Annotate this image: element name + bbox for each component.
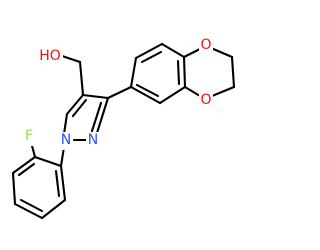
hydroxyl-label: HO [39, 48, 61, 64]
bond-ph-c2-c3 [11, 155, 37, 175]
bond-n1-aryl [59, 145, 66, 168]
atom-pyrazole-n2: N [86, 132, 100, 150]
bond-c5-c4-double [71, 98, 88, 118]
bond-c3-aryl [106, 85, 133, 100]
atom-fluorine: F [22, 128, 36, 146]
bond-ch2-o-bottom [210, 85, 236, 98]
atom-pyrazole-n1: N [59, 132, 73, 150]
bond-ar-c3-c4 [160, 42, 186, 59]
bond-ar-c6-c1-double [135, 83, 160, 98]
bond-c5-c4 [65, 93, 85, 116]
pyrazole-n2-label: N [88, 132, 98, 148]
bond-n1-c5 [62, 112, 69, 136]
bond-ar-c1-c2 [129, 56, 138, 89]
bond-c3-n2 [95, 96, 110, 135]
bond-ar-c2-c3-double [140, 50, 163, 64]
bond-ph-c3-c4 [11, 171, 17, 206]
molecule-structure-diagram: HO O O N N F [11, 37, 236, 220]
bond-ar-c4-c5 [182, 55, 187, 89]
atom-hydroxyl: HO [37, 48, 63, 66]
atom-ring-oxygen-bottom: O [199, 92, 213, 110]
bond-ph-c4-c5 [13, 202, 44, 220]
bond-ar-c4-c5-double [176, 59, 181, 86]
bond-ph-c4-c5-double [19, 198, 44, 213]
bond-ar-c2-c3 [134, 42, 164, 60]
bond-o-top-ch2 [209, 46, 234, 59]
bond-ch2-ch2 [230, 55, 236, 89]
fluorine-label: F [25, 128, 33, 144]
bond-ar-c6-c1 [129, 85, 162, 105]
bond-ph-c6-c1-double [54, 169, 61, 198]
atom-ring-oxygen-top: O [199, 37, 213, 55]
bond-o-bottom-c5 [183, 85, 202, 98]
ring-oxygen-top-label: O [200, 37, 211, 53]
bond-c4-c3 [81, 93, 110, 100]
atom-labels: HO O O N N F [22, 37, 213, 150]
bond-ph-c5-c6 [40, 198, 67, 220]
bond-c3-n2-double [90, 101, 103, 133]
bond-ph-c1-c2 [33, 155, 63, 168]
bond-ch2-oh [60, 54, 82, 64]
pyrazole-n1-label: N [61, 132, 71, 148]
bond-c4-ch2 [78, 60, 85, 97]
bond-c4-o-top [182, 47, 202, 59]
bond-lines [11, 42, 236, 220]
bond-ar-c5-c6 [158, 85, 187, 105]
ring-oxygen-bottom-label: O [200, 92, 211, 108]
bond-ph-c6-c1 [59, 164, 67, 202]
bond-ph-c2-c3-double [17, 162, 36, 177]
